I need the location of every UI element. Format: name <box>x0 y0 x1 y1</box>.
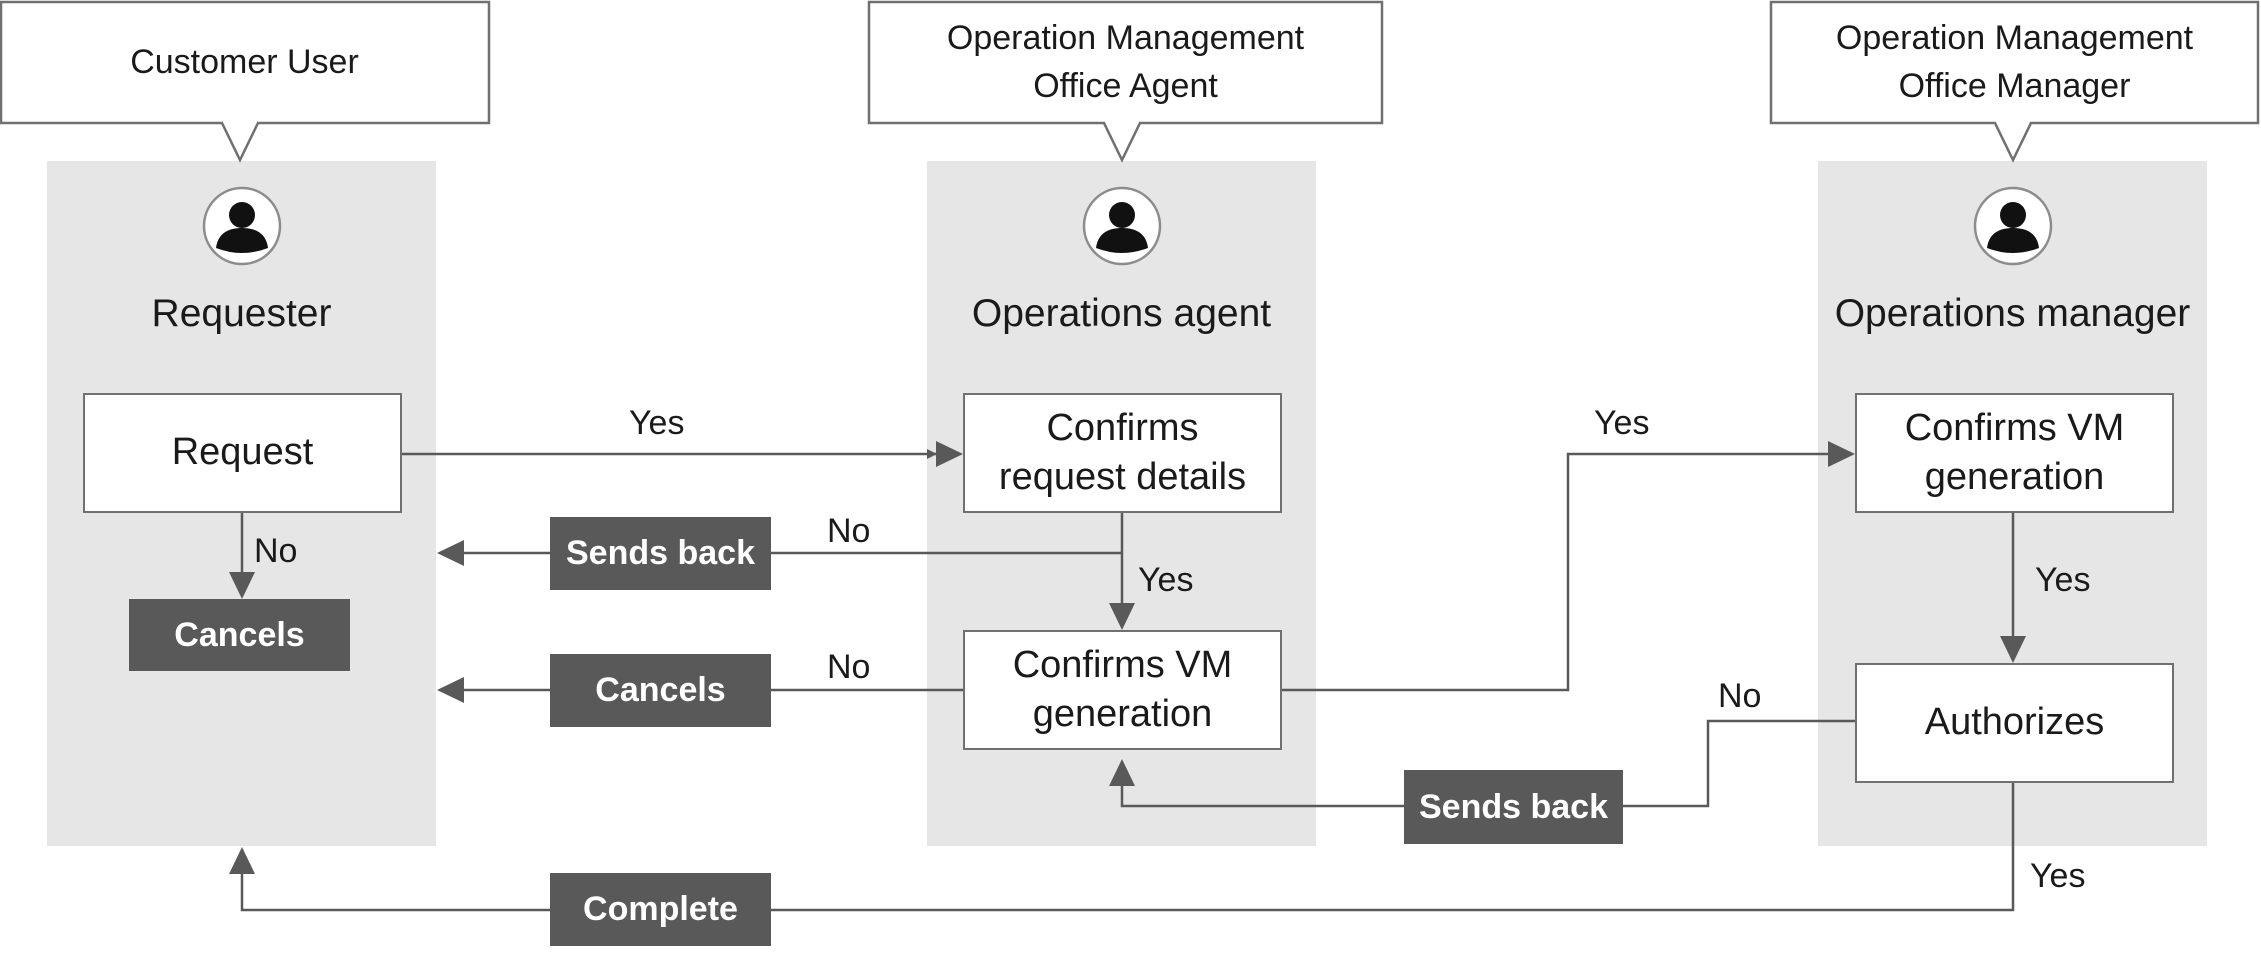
callout-operation-management-office-manager: Operation Management Office Manager <box>1769 0 2261 165</box>
step-manager-confirms-vm-generation: Confirms VM generation <box>1855 393 2174 513</box>
edge-label-agent-vm-no: No <box>827 648 871 686</box>
callout-operation-management-office-agent: Operation Management Office Agent <box>867 0 1387 165</box>
arrowhead <box>437 540 464 566</box>
callout-text: Operation Management Office Manager <box>1835 18 2194 105</box>
outcome-agent-sends-back: Sends back <box>550 517 771 590</box>
step-agent-confirms-vm-generation: Confirms VM generation <box>963 630 1282 750</box>
edge-label-request-yes: Yes <box>629 404 685 442</box>
step-confirms-request-details: Confirms request details <box>963 393 1282 513</box>
edge-label-details-no: No <box>827 512 871 550</box>
arrowhead <box>936 441 963 467</box>
outcome-requester-cancels: Cancels <box>129 599 350 671</box>
arrowhead <box>1828 441 1855 467</box>
callout-customer-user: Customer User <box>0 0 492 165</box>
arrowhead <box>229 847 255 874</box>
user-icon <box>1973 186 2053 266</box>
outcome-complete: Complete <box>550 873 771 946</box>
arrow-agent-vm-to-manager <box>1281 452 1837 692</box>
callout-text: Customer User <box>130 42 359 81</box>
role-title-operations-manager: Operations manager <box>1834 292 2191 335</box>
user-icon <box>202 186 282 266</box>
arrow-authorizes-to-agent-vm <box>1623 719 1855 808</box>
arrowhead <box>2000 636 2026 663</box>
arrowhead <box>437 677 464 703</box>
arrowhead <box>1109 603 1135 630</box>
edge-label-request-no: No <box>254 532 298 570</box>
outcome-manager-sends-back: Sends back <box>1404 770 1623 844</box>
role-title-requester: Requester <box>151 292 332 335</box>
arrowhead <box>1109 759 1135 786</box>
edge-label-details-yes: Yes <box>1138 561 1194 599</box>
arrow-authorizes-to-requester <box>771 782 2015 912</box>
step-authorizes: Authorizes <box>1855 663 2174 783</box>
callout-text: Operation Management Office Agent <box>946 18 1305 105</box>
arrowhead <box>229 572 255 599</box>
edge-label-manager-vm-yes: Yes <box>2035 561 2091 599</box>
edge-label-authorize-no: No <box>1718 677 1762 715</box>
edge-label-authorize-yes: Yes <box>2030 857 2086 895</box>
outcome-agent-cancels: Cancels <box>550 654 771 727</box>
step-request: Request <box>83 393 402 513</box>
user-icon <box>1082 186 1162 266</box>
edge-label-agent-vm-yes: Yes <box>1594 404 1650 442</box>
role-title-operations-agent: Operations agent <box>971 292 1272 335</box>
